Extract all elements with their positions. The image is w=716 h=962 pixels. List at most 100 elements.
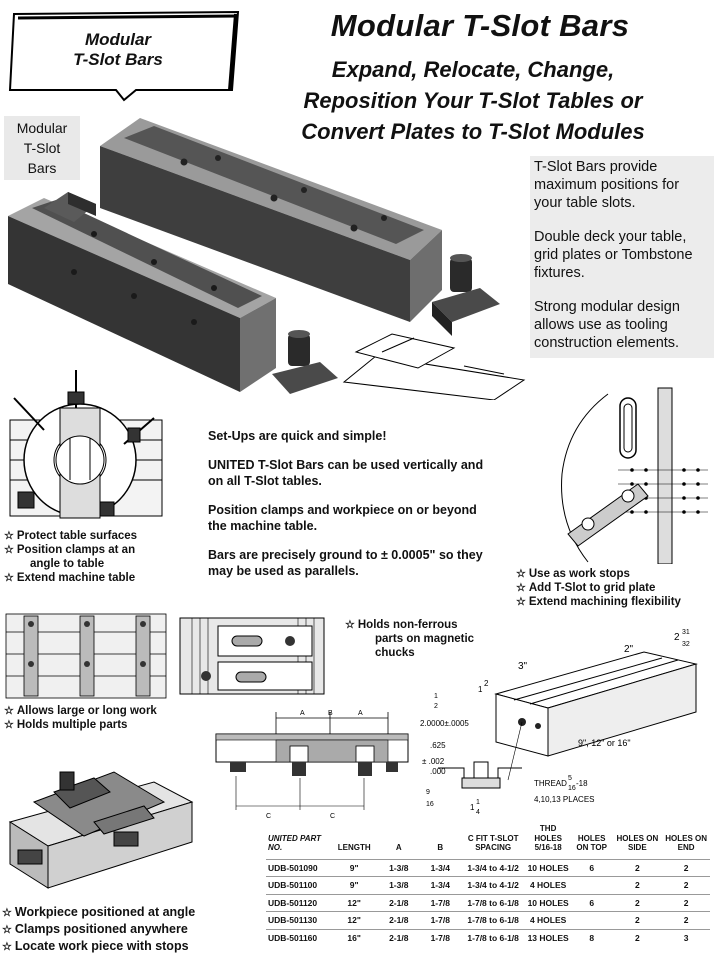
table-cell: 10 HOLES — [525, 893, 571, 912]
bullets-angle: ☆Workpiece positioned at angle ☆Clamps p… — [2, 904, 195, 955]
table-cell: 1-7/8 — [419, 911, 461, 929]
section-dimension-drawing: A B A C C — [215, 710, 409, 820]
photo-label-line-2: T-Slot — [23, 140, 61, 156]
table-cell: 10 HOLES — [525, 858, 571, 877]
bullet-item-continued: angle to table — [30, 558, 105, 570]
dim-tol-000: .000 — [430, 767, 446, 776]
thread-label: THREAD — [534, 779, 567, 788]
bullets-rotary: ☆Protect table surfaces ☆Position clamps… — [4, 529, 137, 585]
title-banner-label: Modular T-Slot Bars — [38, 30, 198, 70]
bullet-item: ☆Workpiece positioned at angle — [2, 905, 196, 919]
dim-1-num: 1 — [476, 799, 480, 806]
table-cell: 1-3/8 — [378, 876, 420, 894]
table-cell: 9" — [330, 858, 379, 877]
table-cell: 4 HOLES — [525, 911, 571, 929]
bullets-grid-plate: ☆Use as work stops ☆Add T-Slot to grid p… — [516, 567, 681, 609]
title-banner-graphic — [8, 10, 240, 102]
star-icon: ☆ — [2, 924, 12, 936]
rotary-table-drawing — [9, 370, 163, 519]
table-cell: 1-3/4 to 4-1/2 — [461, 876, 526, 894]
table-cell: 2 — [662, 893, 710, 912]
table-cell: 2 — [612, 928, 663, 946]
page-subtitle: Expand, Relocate, Change, Reposition You… — [238, 54, 708, 147]
table-cell: UDB-501100 — [266, 876, 331, 894]
setup-text-3: Position clamps and workpiece on or beyo… — [208, 503, 477, 533]
thread-places: 4,10,13 PLACES — [534, 795, 594, 804]
spec-header-row: UNITED PART NO. LENGTH A B C FIT T-SLOT … — [266, 824, 710, 859]
table-cell: 13 HOLES — [525, 928, 571, 946]
star-icon: ☆ — [2, 907, 12, 919]
dim-9-num: 9 — [426, 789, 430, 796]
setup-text-1: Set-Ups are quick and simple! — [208, 429, 387, 443]
table-cell: 1-7/8 — [419, 928, 461, 946]
benefits-box: T-Slot Bars provide maximum positions fo… — [530, 156, 714, 358]
bullet-item: ☆Holds non-ferrous — [345, 619, 458, 631]
table-cell: 1-7/8 — [419, 893, 461, 912]
table-cell: 3 — [662, 928, 710, 946]
dim-b: B — [328, 710, 333, 717]
magnetic-chuck-drawing — [179, 617, 325, 695]
setup-text-2: UNITED T-Slot Bars can be used verticall… — [208, 458, 484, 488]
table-cell: UDB-501090 — [266, 858, 331, 877]
col-b: B — [437, 843, 444, 852]
table-cell — [570, 911, 613, 929]
table-cell: UDB-501160 — [266, 928, 331, 946]
dim-2-whole: 2 — [674, 632, 680, 643]
dim-2in: 2" — [624, 644, 634, 655]
subtitle-line-1: Expand, Relocate, Change, — [331, 57, 615, 82]
bullet-item: ☆Protect table surfaces — [4, 530, 138, 542]
table-cell: 2 — [612, 876, 663, 894]
table-cell: 2 — [612, 858, 663, 877]
bullet-item: ☆Clamps positioned anywhere — [2, 922, 188, 936]
spec-table: UNITED PART NO. LENGTH A B C FIT T-SLOT … — [266, 824, 710, 946]
star-icon: ☆ — [516, 582, 526, 594]
table-cell: 1-7/8 to 6-1/8 — [461, 928, 526, 946]
dim-2-0000: 2.0000±.0005 — [420, 719, 469, 728]
col-length: LENGTH — [337, 843, 371, 852]
banner-line-1: Modular — [84, 30, 152, 49]
table-cell: 2 — [662, 858, 710, 877]
dim-1-den: 4 — [476, 809, 480, 816]
star-icon: ☆ — [516, 596, 526, 608]
col-holes-end: HOLES ON END — [665, 833, 707, 853]
table-cell: 12" — [330, 911, 379, 929]
angle-setup-drawing — [8, 771, 194, 889]
table-cell: 9" — [330, 876, 379, 894]
bullet-item: ☆Add T-Slot to grid plate — [516, 582, 656, 594]
dim-a-left: A — [300, 710, 305, 717]
table-cell: 1-3/4 — [419, 876, 461, 894]
table-cell: 4 HOLES — [525, 876, 571, 894]
dim-1-whole: 1 — [470, 803, 475, 812]
table-cell: 2 — [612, 893, 663, 912]
star-icon: ☆ — [4, 572, 14, 584]
subtitle-line-3: Convert Plates to T-Slot Modules — [301, 119, 645, 144]
photo-label-line-3: Bars — [27, 160, 57, 176]
photo-label: Modular T-Slot Bars — [4, 116, 80, 180]
table-cell: 2-1/8 — [378, 911, 420, 929]
col-a: A — [395, 843, 402, 852]
thread-tail: -18 — [576, 779, 588, 788]
table-cell: 6 — [570, 858, 613, 877]
bullet-item: ☆Extend machining flexibility — [516, 596, 681, 608]
dim-625: .625 — [430, 741, 446, 750]
col-c: C FIT T-SLOT SPACING — [467, 833, 519, 853]
benefit-2: Double deck your table, grid plates or T… — [534, 229, 693, 281]
table-cell: 2-1/8 — [378, 928, 420, 946]
grid-plate-drawing — [561, 387, 708, 564]
benefit-1: T-Slot Bars provide maximum positions fo… — [534, 159, 680, 211]
star-icon: ☆ — [345, 619, 355, 631]
thread-num: 5 — [568, 775, 572, 782]
dim-half-2: 2 — [484, 679, 489, 688]
bullet-item: ☆Locate work piece with stops — [2, 939, 189, 953]
col-part-no: UNITED PART NO. — [268, 833, 322, 853]
t-slot-bars-photo — [8, 118, 526, 400]
table-cell: 8 — [570, 928, 613, 946]
thread-den: 16 — [568, 785, 576, 792]
nonferrous-line-2: parts on magnetic — [375, 633, 475, 645]
bullet-item: ☆Use as work stops — [516, 568, 630, 580]
multiple-parts-drawing — [5, 613, 167, 699]
col-holes-side: HOLES ON SIDE — [616, 833, 659, 853]
